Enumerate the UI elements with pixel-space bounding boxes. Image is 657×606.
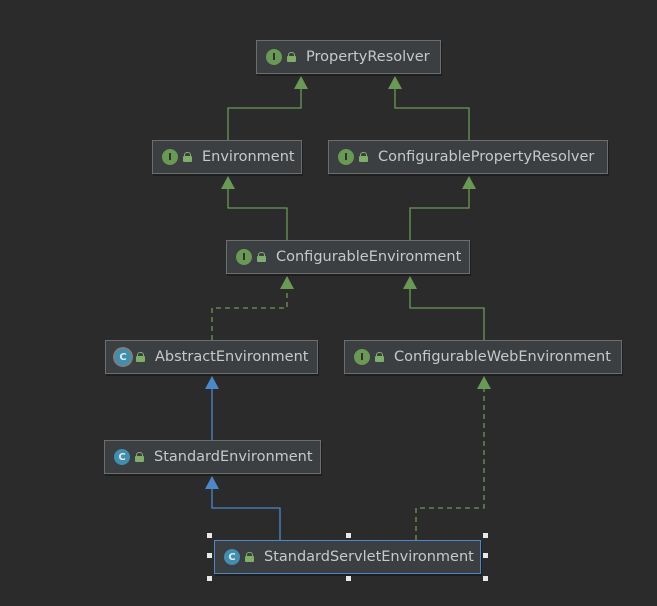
inheritance-arrowhead <box>221 176 235 189</box>
node-label: StandardEnvironment <box>154 449 313 465</box>
selection-handle[interactable] <box>483 576 488 581</box>
public-access-icon <box>183 152 192 162</box>
node-label: ConfigurableEnvironment <box>276 249 462 265</box>
node-abstract-environment[interactable]: C AbstractEnvironment <box>105 340 318 374</box>
selection-handle[interactable] <box>207 533 212 538</box>
edge-interface-extends <box>409 176 476 240</box>
node-label: AbstractEnvironment <box>155 349 309 365</box>
public-access-icon <box>375 352 384 362</box>
edge-implements <box>211 276 294 340</box>
class-kind-icon: C <box>114 449 130 465</box>
class-kind-icon: C <box>224 549 240 565</box>
interface-kind-icon: I <box>338 149 354 165</box>
node-standard-servlet-environment[interactable]: C StandardServletEnvironment <box>214 540 481 574</box>
node-label: StandardServletEnvironment <box>264 549 474 565</box>
edge-line <box>211 289 288 340</box>
edge-interface-extends <box>221 176 288 240</box>
edge-class-extends <box>205 476 281 540</box>
interface-kind-icon: I <box>354 349 370 365</box>
inheritance-arrowhead <box>205 376 219 389</box>
edge-line <box>409 189 470 240</box>
edge-line <box>227 189 288 240</box>
edge-line <box>211 489 281 540</box>
class-kind-icon: C <box>115 349 131 365</box>
interface-kind-icon: I <box>162 149 178 165</box>
edge-interface-extends <box>227 76 308 140</box>
inheritance-arrowhead <box>205 476 219 489</box>
edge-line <box>227 89 302 140</box>
inheritance-arrowhead <box>477 376 491 389</box>
node-configurable-property-resolver[interactable]: I ConfigurablePropertyResolver <box>328 140 608 174</box>
node-property-resolver[interactable]: I PropertyResolver <box>256 40 441 74</box>
edge-line <box>415 389 485 540</box>
node-label: PropertyResolver <box>306 49 430 65</box>
edge-line <box>394 89 470 140</box>
public-access-icon <box>135 452 144 462</box>
selection-handle[interactable] <box>207 576 212 581</box>
public-access-icon <box>136 352 145 362</box>
inheritance-arrowhead <box>388 76 402 89</box>
public-access-icon <box>245 552 254 562</box>
public-access-icon <box>257 252 266 262</box>
inheritance-arrowhead <box>462 176 476 189</box>
public-access-icon <box>359 152 368 162</box>
edge-class-extends <box>205 376 219 440</box>
node-label: ConfigurablePropertyResolver <box>378 149 595 165</box>
interface-kind-icon: I <box>266 49 282 65</box>
selection-handle[interactable] <box>345 576 351 581</box>
inheritance-arrowhead <box>280 276 294 289</box>
node-standard-environment[interactable]: C StandardEnvironment <box>104 440 321 474</box>
node-environment[interactable]: I Environment <box>152 140 302 174</box>
selection-handle[interactable] <box>483 533 488 538</box>
public-access-icon <box>287 52 296 62</box>
inheritance-arrowhead <box>294 76 308 89</box>
edge-interface-extends <box>388 76 470 140</box>
interface-kind-icon: I <box>236 249 252 265</box>
inheritance-arrowhead <box>403 276 417 289</box>
node-label: ConfigurableWebEnvironment <box>394 349 611 365</box>
edge-implements <box>415 376 491 540</box>
edge-interface-extends <box>403 276 485 340</box>
node-label: Environment <box>202 149 295 165</box>
edge-line <box>409 289 485 340</box>
node-configurable-environment[interactable]: I ConfigurableEnvironment <box>226 240 470 274</box>
node-configurable-web-environment[interactable]: I ConfigurableWebEnvironment <box>344 340 622 374</box>
selection-handle[interactable] <box>483 553 488 558</box>
selection-handle[interactable] <box>207 553 212 558</box>
selection-handle[interactable] <box>345 533 351 538</box>
